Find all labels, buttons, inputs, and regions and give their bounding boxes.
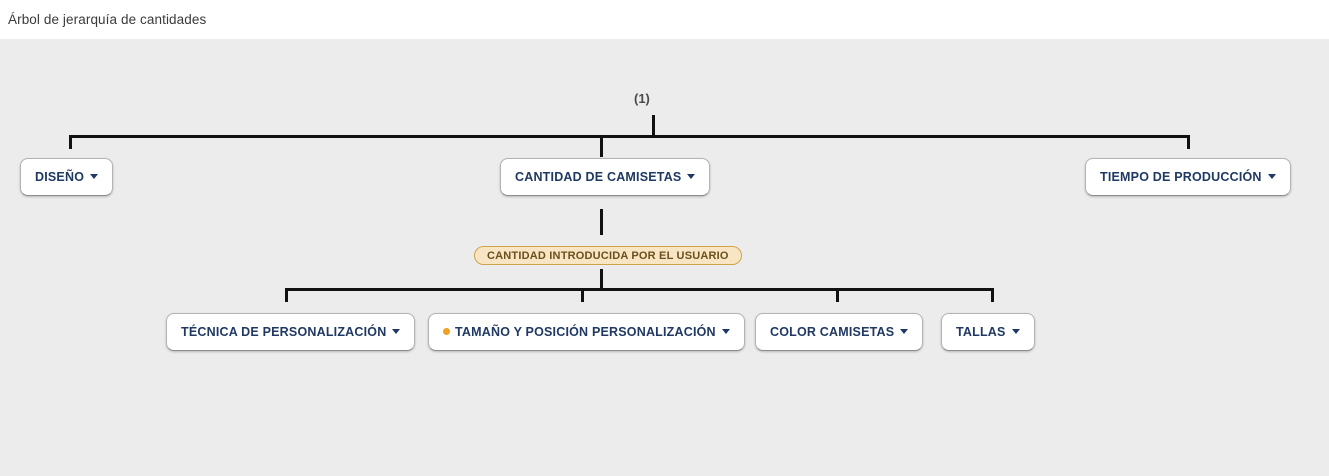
connector-level2-bus: [285, 288, 994, 291]
node-tallas-label: TALLAS: [956, 325, 1006, 339]
status-dot-icon: [443, 327, 450, 335]
root-node-label: (1): [634, 91, 650, 106]
connector-center-to-badge: [600, 209, 603, 235]
chevron-down-icon: [90, 173, 99, 179]
connector-level1-stub-left: [69, 135, 72, 149]
connector-badge-to-level2: [600, 269, 603, 289]
node-color-camisetas[interactable]: COLOR CAMISETAS: [755, 313, 924, 351]
node-tiempo-de-produccion-label: TIEMPO DE PRODUCCIÓN: [1100, 170, 1262, 184]
node-cantidad-de-camisetas-label: CANTIDAD DE CAMISETAS: [515, 170, 682, 184]
chevron-down-icon: [900, 328, 909, 334]
node-tiempo-de-produccion[interactable]: TIEMPO DE PRODUCCIÓN: [1085, 158, 1291, 196]
hierarchy-tree-canvas: (1) DISEÑO CANTIDAD DE CAMISETAS TIEMPO …: [0, 39, 1329, 476]
node-tallas[interactable]: TALLAS: [941, 313, 1035, 351]
node-tecnica-de-personalizacion[interactable]: TÉCNICA DE PERSONALIZACIÓN: [166, 313, 416, 351]
chevron-down-icon: [392, 328, 401, 334]
node-diseno-label: DISEÑO: [35, 170, 85, 184]
node-tecnica-de-personalizacion-label: TÉCNICA DE PERSONALIZACIÓN: [181, 325, 387, 339]
node-diseno[interactable]: DISEÑO: [20, 158, 114, 196]
page-header: Árbol de jerarquía de cantidades: [0, 0, 1329, 39]
connector-level1-bus: [69, 135, 1190, 138]
node-color-camisetas-label: COLOR CAMISETAS: [770, 325, 895, 339]
status-badge-cantidad-introducida: CANTIDAD INTRODUCIDA POR EL USUARIO: [474, 246, 742, 265]
connector-level2-stub-1: [285, 288, 288, 302]
node-tamano-y-posicion-personalizacion[interactable]: TAMAÑO Y POSICIÓN PERSONALIZACIÓN: [428, 313, 745, 351]
connector-level2-stub-2: [581, 288, 584, 302]
chevron-down-icon: [721, 328, 730, 334]
status-badge-label: CANTIDAD INTRODUCIDA POR EL USUARIO: [487, 249, 729, 262]
connector-level1-stub-center: [600, 135, 603, 157]
chevron-down-icon: [687, 173, 696, 179]
chevron-down-icon: [1011, 328, 1020, 334]
connector-root-stem: [652, 115, 655, 137]
node-tamano-y-posicion-personalizacion-label: TAMAÑO Y POSICIÓN PERSONALIZACIÓN: [455, 325, 716, 339]
connector-level2-stub-4: [991, 288, 994, 302]
node-cantidad-de-camisetas[interactable]: CANTIDAD DE CAMISETAS: [500, 158, 711, 196]
connector-level2-stub-3: [836, 288, 839, 302]
chevron-down-icon: [1267, 173, 1276, 179]
page-title: Árbol de jerarquía de cantidades: [8, 12, 207, 27]
connector-level1-stub-right: [1187, 135, 1190, 149]
